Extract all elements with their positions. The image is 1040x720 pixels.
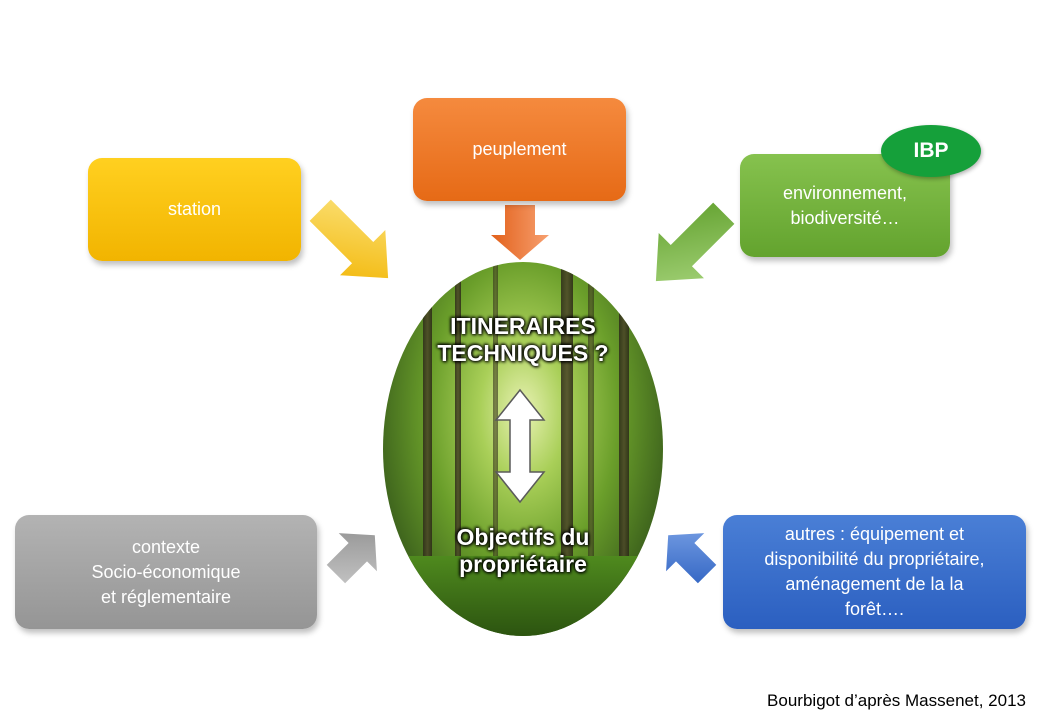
environnement-line-1: environnement, [782, 182, 908, 203]
arrow-autres-icon [666, 533, 717, 584]
autres-box: autres : équipement et disponibilité du … [723, 515, 1026, 629]
autres-line-3: aménagement de la la [785, 574, 964, 594]
itineraires-line-1: ITINERAIRES [450, 313, 596, 339]
autres-line-4: forêt…. [844, 599, 904, 619]
double-arrow-icon [494, 388, 546, 504]
arrow-peuplement-icon [491, 205, 549, 260]
autres-line-2: disponibilité du propriétaire, [764, 549, 985, 569]
objectifs-line-1: Objectifs du [456, 524, 590, 550]
autres-line-1: autres : équipement et [784, 524, 965, 544]
contexte-line-3: et réglementaire [100, 586, 232, 607]
station-box: station [88, 158, 301, 261]
objectifs-title: Objectifs du propriétaire [383, 524, 663, 578]
contexte-line-1: contexte [131, 536, 201, 557]
ibp-label: IBP [913, 139, 949, 162]
arrow-contexte-icon [326, 533, 377, 584]
contexte-text: contexte Socio-économique et réglementai… [91, 535, 240, 610]
contexte-line-2: Socio-économique [91, 561, 241, 582]
peuplement-label: peuplement [472, 139, 567, 159]
station-label: station [167, 199, 222, 219]
autres-text: autres : équipement et disponibilité du … [764, 522, 984, 622]
credit-text: Bourbigot d’après Massenet, 2013 [767, 691, 1026, 710]
itineraires-line-2: TECHNIQUES ? [437, 340, 609, 366]
environnement-text: environnement, biodiversité… [783, 181, 907, 231]
itineraires-title: ITINERAIRES TECHNIQUES ? [383, 313, 663, 367]
ibp-badge: IBP [881, 125, 981, 177]
peuplement-box: peuplement [413, 98, 626, 201]
environnement-line-2: biodiversité… [790, 207, 900, 228]
arrow-station-icon [309, 199, 389, 279]
arrow-environnement-icon [655, 202, 735, 282]
contexte-box: contexte Socio-économique et réglementai… [15, 515, 317, 629]
objectifs-line-2: propriétaire [459, 551, 587, 577]
